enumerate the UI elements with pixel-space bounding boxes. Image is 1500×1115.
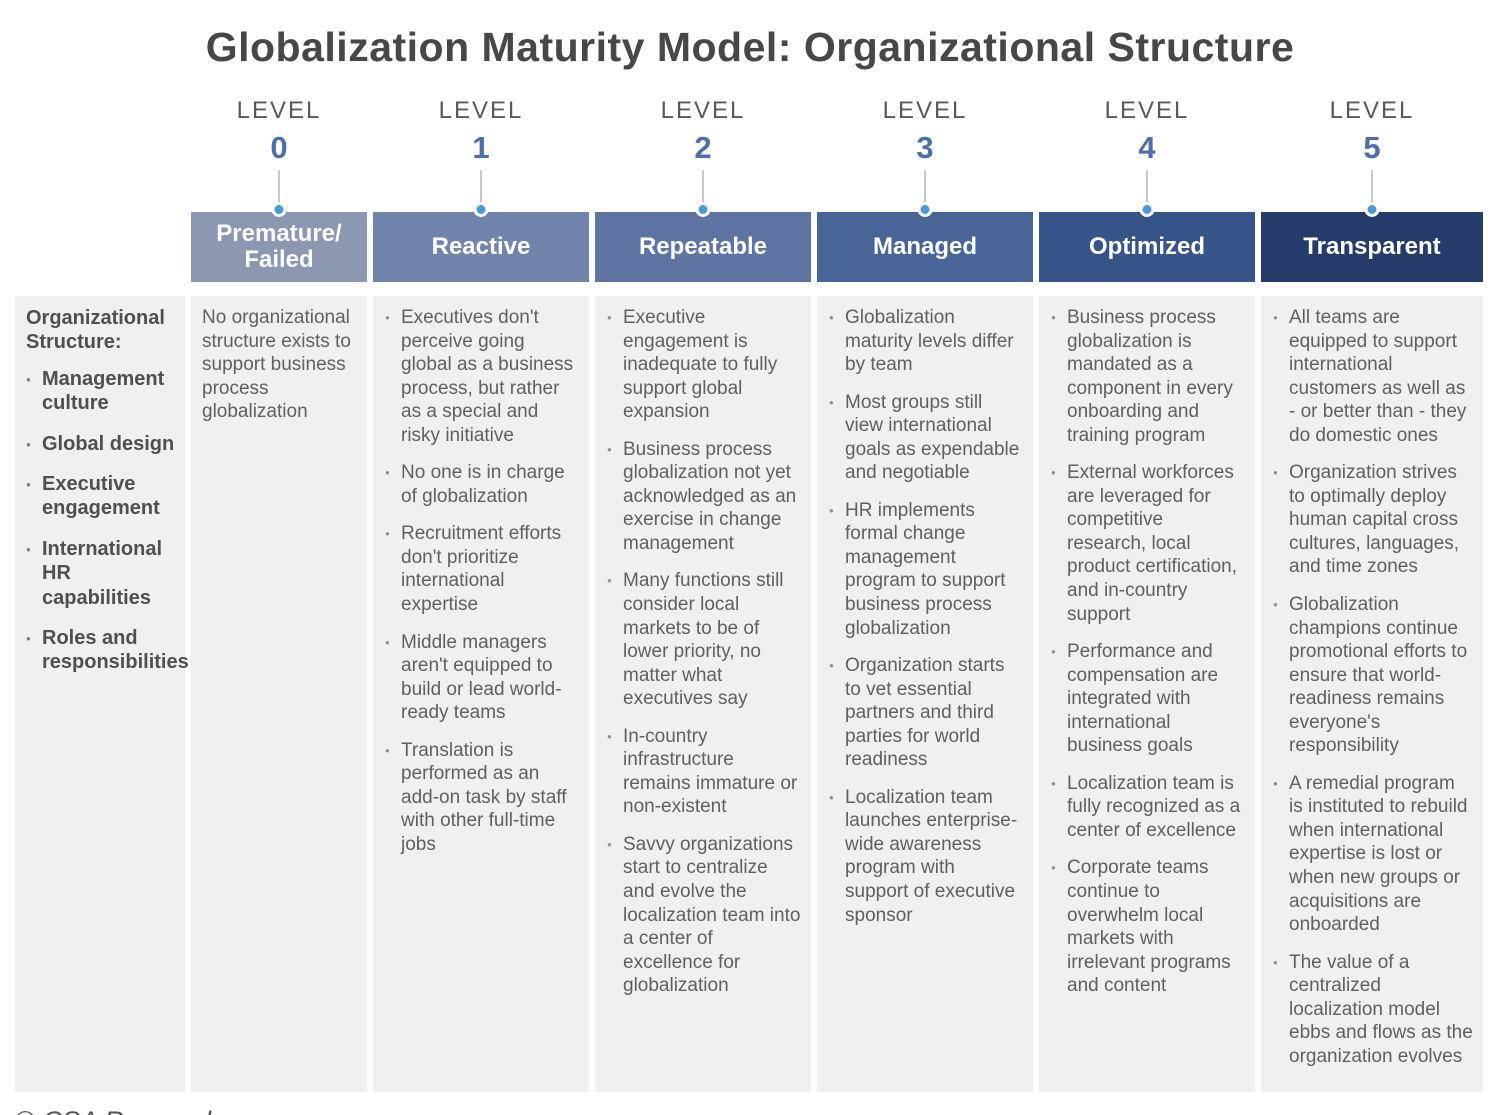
list-item: Localization team is fully recognized as… xyxy=(1050,772,1245,843)
sidebar-item-executive-engagement: Executive engagement xyxy=(26,472,175,521)
list-item: Organization starts to vet essential par… xyxy=(828,654,1023,772)
list-item: Localization team launches enterprise-wi… xyxy=(828,786,1023,927)
level-5-header: LEVEL 5 Transparent xyxy=(1261,97,1483,282)
level-2-connector-dot xyxy=(695,202,711,217)
level-1-word: LEVEL xyxy=(438,97,524,124)
sidebar-item-international-hr: International HR capabilities xyxy=(26,537,175,610)
level-4-header: LEVEL 4 Optimized xyxy=(1039,97,1255,282)
level-3-number: 3 xyxy=(916,130,934,165)
level-2-list: Executive engagement is inadequate to fu… xyxy=(606,306,801,998)
level-5-list: All teams are equipped to support intern… xyxy=(1272,306,1473,1068)
level-2-header: LEVEL 2 Repeatable xyxy=(595,97,811,282)
level-2-word: LEVEL xyxy=(660,97,746,124)
level-1-connector-dot xyxy=(473,202,489,217)
list-item: Middle managers aren't equipped to build… xyxy=(384,631,579,725)
level-0-word: LEVEL xyxy=(236,97,322,124)
level-4-name: Optimized xyxy=(1088,233,1205,261)
level-0-header: LEVEL 0 Premature/ Failed xyxy=(191,97,367,282)
list-item: External workforces are leveraged for co… xyxy=(1050,461,1245,626)
sidebar: Organizational Structure: Management cul… xyxy=(15,296,189,1093)
list-item: Globalization champions continue promoti… xyxy=(1272,593,1473,758)
level-0-connector-dot xyxy=(271,202,287,217)
level-3-name: Managed xyxy=(872,233,977,261)
level-4-connector-dot xyxy=(1139,202,1155,217)
level-0-connector-line xyxy=(278,170,280,212)
level-2-name: Repeatable xyxy=(638,233,768,261)
level-2-bar: Repeatable xyxy=(595,202,811,282)
level-0-bar: Premature/ Failed xyxy=(191,202,367,282)
list-item: Business process globalization not yet a… xyxy=(606,438,801,556)
level-5-body: All teams are equipped to support intern… xyxy=(1261,296,1483,1093)
level-4-body: Business process globalization is mandat… xyxy=(1039,296,1255,1093)
level-3-connector-line xyxy=(924,170,926,212)
level-2-number: 2 xyxy=(694,130,712,165)
list-item: All teams are equipped to support intern… xyxy=(1272,306,1473,447)
list-item: In-country infrastructure remains immatu… xyxy=(606,725,801,819)
list-item: Recruitment efforts don't prioritize int… xyxy=(384,522,579,616)
level-2-body: Executive engagement is inadequate to fu… xyxy=(595,296,811,1093)
header-grid: LEVEL 0 Premature/ Failed LEVEL 1 Reacti… xyxy=(0,97,1500,282)
list-item: Executives don't perceive going global a… xyxy=(384,306,579,447)
level-4-number: 4 xyxy=(1138,130,1156,165)
header-spacer xyxy=(15,97,185,282)
list-item: Most groups still view international goa… xyxy=(828,391,1023,485)
level-1-number: 1 xyxy=(472,130,490,165)
copyright-credit: © CSA Research xyxy=(15,1106,1500,1115)
level-5-word: LEVEL xyxy=(1329,97,1415,124)
level-3-bar: Managed xyxy=(817,202,1033,282)
list-item: A remedial program is instituted to rebu… xyxy=(1272,772,1473,937)
page-title: Globalization Maturity Model: Organizati… xyxy=(205,24,1295,70)
level-4-word: LEVEL xyxy=(1104,97,1190,124)
level-0-name: Premature/ Failed xyxy=(216,220,342,273)
sidebar-item-global-design: Global design xyxy=(26,432,175,456)
level-3-list: Globalization maturity levels differ by … xyxy=(828,306,1023,927)
level-0-body: No organizational structure exists to su… xyxy=(191,296,367,1093)
level-4-connector-line xyxy=(1146,170,1148,212)
list-item: Savvy organizations start to centralize … xyxy=(606,833,801,998)
level-3-header: LEVEL 3 Managed xyxy=(817,97,1033,282)
level-2-connector-line xyxy=(702,170,704,212)
level-0-text: No organizational structure exists to su… xyxy=(202,307,351,423)
list-item: No one is in charge of globalization xyxy=(384,461,579,508)
sidebar-heading: Organizational Structure: xyxy=(26,307,165,354)
level-3-body: Globalization maturity levels differ by … xyxy=(817,296,1033,1093)
level-4-bar: Optimized xyxy=(1039,202,1255,282)
list-item: Executive engagement is inadequate to fu… xyxy=(606,306,801,424)
level-3-connector-dot xyxy=(917,202,933,217)
level-1-bar: Reactive xyxy=(373,202,589,282)
level-0-number: 0 xyxy=(270,130,288,165)
level-1-name: Reactive xyxy=(431,233,531,261)
level-5-number: 5 xyxy=(1363,130,1381,165)
sidebar-item-management-culture: Management culture xyxy=(26,367,175,416)
sidebar-item-roles-responsibilities: Roles and responsibilities xyxy=(26,626,189,675)
level-3-word: LEVEL xyxy=(882,97,968,124)
list-item: Many functions still consider local mark… xyxy=(606,569,801,710)
list-item: Globalization maturity levels differ by … xyxy=(828,306,1023,377)
list-item: Translation is performed as an add-on ta… xyxy=(384,739,579,857)
body-grid: Organizational Structure: Management cul… xyxy=(0,296,1500,1093)
list-item: The value of a centralized localization … xyxy=(1272,951,1473,1069)
list-item: Business process globalization is mandat… xyxy=(1050,306,1245,447)
level-5-connector-dot xyxy=(1364,202,1380,217)
list-item: Performance and compensation are integra… xyxy=(1050,640,1245,758)
level-1-connector-line xyxy=(480,170,482,212)
level-1-header: LEVEL 1 Reactive xyxy=(373,97,589,282)
list-item: HR implements formal change management p… xyxy=(828,499,1023,640)
list-item: Organization strives to optimally deploy… xyxy=(1272,461,1473,579)
level-1-body: Executives don't perceive going global a… xyxy=(373,296,589,1093)
level-1-list: Executives don't perceive going global a… xyxy=(384,306,579,856)
sidebar-list: Management culture Global design Executi… xyxy=(26,367,189,675)
level-5-name: Transparent xyxy=(1303,233,1441,261)
level-5-connector-line xyxy=(1371,170,1373,212)
level-5-bar: Transparent xyxy=(1261,202,1483,282)
list-item: Corporate teams continue to overwhelm lo… xyxy=(1050,856,1245,997)
level-4-list: Business process globalization is mandat… xyxy=(1050,306,1245,998)
